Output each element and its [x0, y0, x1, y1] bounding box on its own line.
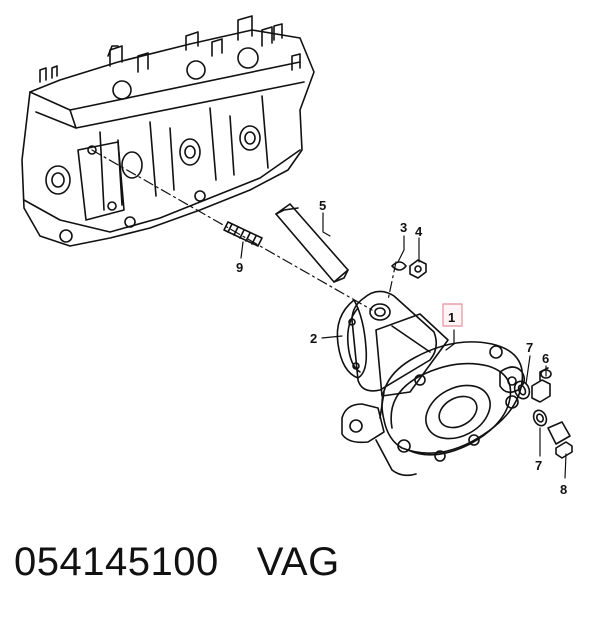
part-caption: 054145100 VAG	[14, 540, 340, 585]
gasket-part-2	[336, 299, 368, 379]
callout-label: 5	[319, 198, 326, 213]
callout-label: 1	[448, 310, 455, 325]
brand-name: VAG	[256, 540, 340, 584]
diagram-drawing: 1 2 3 4 5 6 7 7 8 9	[21, 15, 573, 497]
nut-part-4	[409, 259, 427, 279]
vacuum-pump-part-1	[341, 290, 526, 477]
washer-part-3	[391, 261, 407, 271]
banjo-union-part-6	[531, 367, 552, 403]
part-number: 054145100	[14, 540, 219, 584]
callout-label: 7	[526, 340, 533, 355]
callout-label: 9	[236, 260, 243, 275]
leader-lines	[240, 212, 567, 479]
seal-ring-part-7-upper	[513, 380, 531, 400]
callout-label: 7	[535, 458, 542, 473]
stud-part-9	[223, 221, 263, 247]
callout-label: 6	[542, 351, 549, 366]
callout-1-highlight	[442, 303, 463, 327]
callout-label: 3	[400, 220, 407, 235]
callout-label: 8	[560, 482, 567, 497]
callout-label: 2	[310, 331, 317, 346]
seal-ring-part-7-lower	[532, 409, 548, 427]
cylinder-head	[21, 15, 315, 247]
hollow-bolt-part-8	[547, 421, 573, 459]
callout-label: 4	[415, 224, 423, 239]
hose-part-5	[276, 204, 349, 283]
camshaft-caps	[39, 15, 301, 100]
